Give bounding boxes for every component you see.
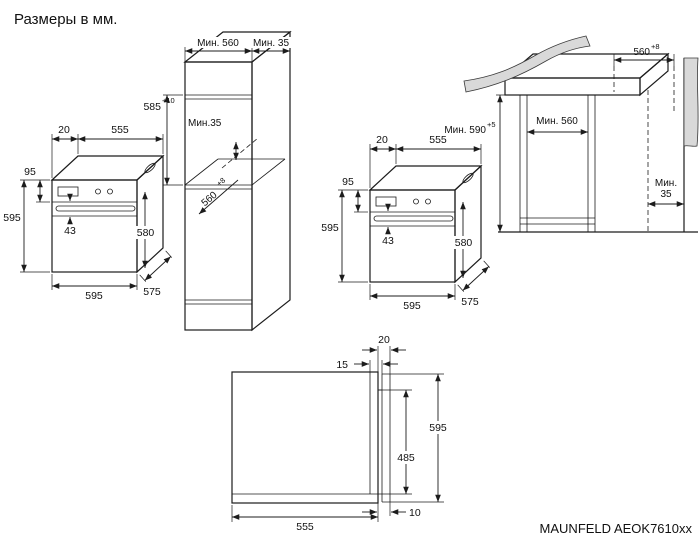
dim-oven-width: 595 [85,290,103,302]
dim-niche-height: 585 [143,101,161,113]
dim-side-panel-recess: 15 [336,359,348,371]
dim-column-niche-width-tol: +8 [215,176,227,188]
dim-base-min-height-tol: +5 [487,120,496,129]
dim-column-min-back-gap: Мин.35 [188,118,222,129]
worktop-break-shading [463,35,591,93]
page-title: Размеры в мм. [14,11,117,28]
dim-base-min-depth: Мин. 560 [536,116,578,127]
dim-oven-depth: 575 [143,286,161,298]
dim-side-door-inner: 485 [397,452,415,464]
dim-oven-body-height-r: 580 [455,237,473,249]
dim-side-height: 595 [429,422,447,434]
dim-oven-handle-gap: 43 [64,225,76,237]
dim-oven-frame-offset-r: 20 [376,134,388,146]
dim-oven-width-r: 595 [403,300,421,312]
oven-drawing-right: 20 555 95 595 43 580 595 575 [321,134,491,312]
dim-oven-panel-height: 95 [24,166,36,178]
dim-oven-handle-gap-r: 43 [382,235,394,247]
dim-oven-panel-height-r: 95 [342,176,354,188]
dim-base-niche-width: 560 [633,47,650,58]
dim-side-door-offset: 20 [378,334,390,346]
dim-base-niche-width-tol: +8 [651,42,660,51]
dim-oven-body-height: 580 [137,227,155,239]
left-installation-view: Мин. 560 Мин. 35 585 +10 Мин.35 560 +8 [3,30,292,332]
dim-oven-height-r: 595 [321,222,339,234]
dim-base-back-gap-label: Мин. [655,178,677,189]
dim-niche-height-tol: +10 [162,96,175,105]
dim-oven-frame-offset: 20 [58,124,70,136]
dim-column-min-depth: Мин. 560 [197,38,239,49]
model-name: MAUNFELD AEOK7610xx [540,521,693,536]
dim-oven-top-width: 555 [111,124,129,136]
dim-oven-height: 595 [3,212,21,224]
dim-column-niche-width: 560 [200,189,220,208]
dim-column-min-top-gap: Мин. 35 [253,38,290,49]
right-installation-view: 560 +8 Мин. 590 +5 Мин. 560 Мин. 35 [321,35,699,312]
dim-base-min-height: Мин. 590 [444,125,486,136]
oven-drawing-left: 20 555 95 595 43 580 595 5 [3,124,173,302]
side-section-view: 20 15 595 485 555 10 [231,334,451,533]
dim-side-depth: 555 [296,521,314,533]
column-cabinet-drawing: Мин. 560 Мин. 35 585 +10 Мин.35 560 +8 [143,30,292,332]
dim-oven-top-width-r: 555 [429,134,447,146]
base-cabinet-drawing: 560 +8 Мин. 590 +5 Мин. 560 Мин. 35 [444,35,699,233]
wall-break-shading [683,57,699,147]
dim-side-bottom-gap: 10 [409,507,421,519]
dim-oven-depth-r: 575 [461,296,479,308]
dim-base-back-gap-value: 35 [660,189,672,200]
